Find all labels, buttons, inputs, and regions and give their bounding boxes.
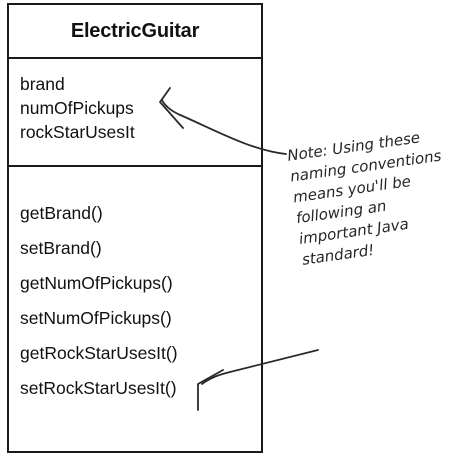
attributes-compartment: brand numOfPickups rockStarUsesIt — [9, 59, 261, 167]
method-set-rock-star-uses-it: setRockStarUsesIt() — [20, 378, 177, 398]
attribute-num-of-pickups: numOfPickups — [20, 98, 134, 118]
method-get-brand: getBrand() — [20, 203, 103, 223]
method-set-num-of-pickups: setNumOfPickups() — [20, 308, 172, 328]
method-get-rock-star-uses-it: getRockStarUsesIt() — [20, 343, 178, 363]
attribute-brand: brand — [20, 74, 65, 94]
attribute-rock-star-uses-it: rockStarUsesIt — [20, 122, 135, 142]
class-name: ElectricGuitar — [70, 19, 200, 42]
methods-compartment: getBrand() setBrand() getNumOfPickups() … — [9, 167, 261, 413]
handwritten-note: Note: Using these naming conventions mea… — [286, 123, 449, 271]
method-set-brand: setBrand() — [20, 238, 102, 258]
uml-class-box: ElectricGuitar brand numOfPickups rockSt… — [7, 3, 263, 453]
method-get-num-of-pickups: getNumOfPickups() — [20, 273, 173, 293]
class-name-compartment: ElectricGuitar — [9, 5, 261, 59]
